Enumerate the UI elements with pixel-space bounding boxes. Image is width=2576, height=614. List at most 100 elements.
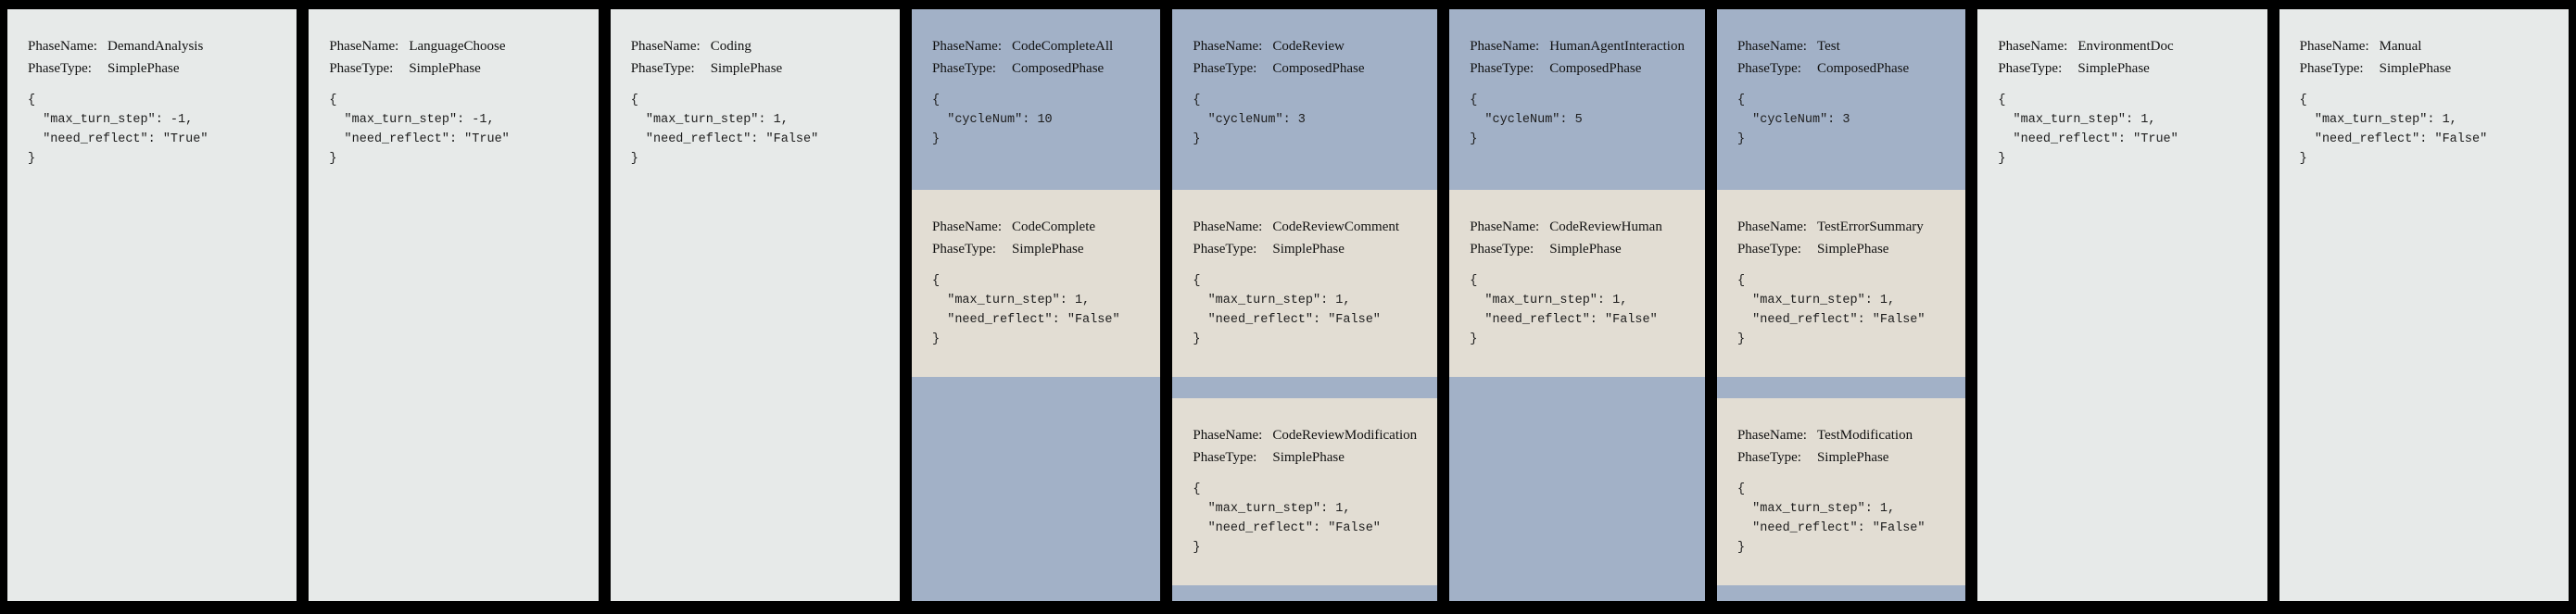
phase-card-demand-analysis: PhaseName: DemandAnalysis PhaseType: Sim… [7, 9, 297, 601]
phase-type-label: PhaseType: [329, 61, 394, 76]
phase-type-label: PhaseType: [1193, 61, 1257, 76]
phase-type-row: PhaseType: SimplePhase [1470, 238, 1685, 260]
phase-type-value: SimplePhase [1272, 242, 1345, 257]
composed-phase-header: PhaseName: CodeCompleteAll PhaseType: Co… [912, 9, 1160, 190]
phase-name-row: PhaseName: CodeComplete [932, 216, 1140, 238]
phase-name-value: LanguageChoose [409, 39, 506, 54]
phase-config-code: { "max_turn_step": 1, "need_reflect": "F… [630, 94, 819, 166]
phase-name-row: PhaseName: CodeCompleteAll [932, 35, 1140, 57]
phase-name-row: PhaseName: Manual [2300, 35, 2548, 57]
phase-name-label: PhaseName: [28, 39, 97, 54]
phase-type-label: PhaseType: [2299, 61, 2364, 76]
phase-type-row: PhaseType: ComposedPhase [1737, 57, 1945, 80]
phase-type-value: SimplePhase [2077, 61, 2150, 76]
phase-name-value: EnvironmentDoc [2077, 39, 2174, 54]
phase-type-value: SimplePhase [107, 61, 180, 76]
phase-name-value: CodeReviewHuman [1549, 219, 1662, 234]
phase-name-label: PhaseName: [329, 39, 399, 54]
phase-name-row: PhaseName: CodeReviewModification [1193, 424, 1417, 446]
phase-config-code: { "cycleNum": 3 } [1736, 94, 1850, 146]
phase-type-value: SimplePhase [2379, 61, 2452, 76]
phase-name-row: PhaseName: CodeReviewComment [1193, 216, 1417, 238]
phase-type-value: SimplePhase [1549, 242, 1622, 257]
phase-type-row: PhaseType: SimplePhase [1737, 238, 1945, 260]
composed-phase-header: PhaseName: HumanAgentInteraction PhaseTy… [1449, 9, 1705, 190]
phase-config-code: { "max_turn_step": 1, "need_reflect": "F… [1470, 274, 1658, 346]
phase-card-code-review: PhaseName: CodeReview PhaseType: Compose… [1172, 9, 1438, 601]
phase-config-code: { "max_turn_step": 1, "need_reflect": "T… [1998, 94, 2178, 166]
phase-name-label: PhaseName: [1736, 219, 1807, 234]
phase-type-row: PhaseType: SimplePhase [329, 57, 577, 80]
phase-name-label: PhaseName: [932, 39, 1003, 54]
phase-name-label: PhaseName: [630, 39, 701, 54]
phase-type-value: ComposedPhase [1816, 61, 1910, 76]
phase-name-value: CodeReviewModification [1272, 428, 1418, 443]
phase-name-value: CodeComplete [1012, 219, 1096, 234]
phase-name-label: PhaseName: [1193, 39, 1263, 54]
phase-card-environment-doc: PhaseName: EnvironmentDoc PhaseType: Sim… [1977, 9, 2267, 601]
phase-type-value: ComposedPhase [1272, 61, 1365, 76]
phase-type-value: ComposedPhase [1012, 61, 1105, 76]
phase-type-value: ComposedPhase [1549, 61, 1642, 76]
phase-type-row: PhaseType: ComposedPhase [1193, 57, 1417, 80]
phase-config-code: { "max_turn_step": 1, "need_reflect": "F… [2299, 94, 2488, 166]
phase-name-value: CodeReview [1272, 39, 1345, 54]
phase-name-label: PhaseName: [1470, 39, 1540, 54]
phase-card-language-choose: PhaseName: LanguageChoose PhaseType: Sim… [309, 9, 599, 601]
phase-name-value: TestErrorSummary [1816, 219, 1924, 234]
phase-name-value: Manual [2379, 39, 2422, 54]
phase-name-value: CodeCompleteAll [1012, 39, 1114, 54]
phase-name-value: Coding [710, 39, 751, 54]
phase-type-label: PhaseType: [1736, 450, 1801, 465]
phase-name-label: PhaseName: [1193, 428, 1263, 443]
phase-name-value: TestModification [1816, 428, 1913, 443]
phase-type-label: PhaseType: [1470, 61, 1534, 76]
phase-type-label: PhaseType: [1736, 242, 1801, 257]
composed-phase-header: PhaseName: CodeReview PhaseType: Compose… [1172, 9, 1437, 190]
phase-name-row: PhaseName: Coding [631, 35, 879, 57]
sub-phase-card-test-modification: PhaseName: TestModification PhaseType: S… [1716, 398, 1966, 585]
phase-config-code: { "cycleNum": 10 } [932, 94, 1053, 146]
phase-type-row: PhaseType: SimplePhase [1193, 446, 1417, 469]
phase-config-code: { "max_turn_step": 1, "need_reflect": "F… [1193, 482, 1381, 555]
phase-type-label: PhaseType: [1998, 61, 2063, 76]
phase-config-code: { "max_turn_step": 1, "need_reflect": "F… [932, 274, 1120, 346]
phase-card-code-complete-all: PhaseName: CodeCompleteAll PhaseType: Co… [912, 9, 1161, 601]
phase-config-code: { "max_turn_step": 1, "need_reflect": "F… [1736, 482, 1926, 555]
phase-type-row: PhaseType: SimplePhase [1998, 57, 2246, 80]
phase-type-row: PhaseType: SimplePhase [631, 57, 879, 80]
phase-type-value: SimplePhase [1816, 242, 1889, 257]
sub-phase-card-code-review-comment: PhaseName: CodeReviewComment PhaseType: … [1172, 190, 1438, 377]
phase-type-label: PhaseType: [630, 61, 695, 76]
phase-name-value: Test [1816, 39, 1840, 54]
phase-type-value: SimplePhase [710, 61, 783, 76]
composed-phase-header: PhaseName: Test PhaseType: ComposedPhase… [1717, 9, 1965, 190]
phase-type-value: SimplePhase [409, 61, 481, 76]
phase-name-label: PhaseName: [932, 219, 1003, 234]
phase-name-row: PhaseName: EnvironmentDoc [1998, 35, 2246, 57]
phase-name-label: PhaseName: [1736, 428, 1807, 443]
phase-type-label: PhaseType: [1470, 242, 1534, 257]
phase-name-row: PhaseName: Test [1737, 35, 1945, 57]
phase-name-row: PhaseName: DemandAnalysis [28, 35, 276, 57]
phase-type-label: PhaseType: [932, 242, 996, 257]
phase-type-label: PhaseType: [1736, 61, 1801, 76]
sub-phase-card-code-review-modification: PhaseName: CodeReviewModification PhaseT… [1172, 398, 1438, 585]
phase-name-row: PhaseName: LanguageChoose [329, 35, 577, 57]
phase-card-manual: PhaseName: Manual PhaseType: SimplePhase… [2279, 9, 2569, 601]
phase-type-row: PhaseType: SimplePhase [1737, 446, 1945, 469]
phase-name-value: CodeReviewComment [1272, 219, 1400, 234]
phase-type-label: PhaseType: [28, 61, 92, 76]
phase-config-code: { "max_turn_step": -1, "need_reflect": "… [28, 94, 208, 166]
phase-type-row: PhaseType: SimplePhase [28, 57, 276, 80]
phase-type-value: SimplePhase [1012, 242, 1084, 257]
phase-name-label: PhaseName: [1470, 219, 1540, 234]
sub-phase-card-code-complete: PhaseName: CodeComplete PhaseType: Simpl… [912, 190, 1161, 377]
phase-type-row: PhaseType: ComposedPhase [932, 57, 1140, 80]
phase-type-value: SimplePhase [1272, 450, 1345, 465]
phase-type-row: PhaseType: SimplePhase [932, 238, 1140, 260]
phase-type-row: PhaseType: ComposedPhase [1470, 57, 1685, 80]
phase-card-human-agent-interaction: PhaseName: HumanAgentInteraction PhaseTy… [1449, 9, 1705, 601]
phase-type-label: PhaseType: [932, 61, 996, 76]
